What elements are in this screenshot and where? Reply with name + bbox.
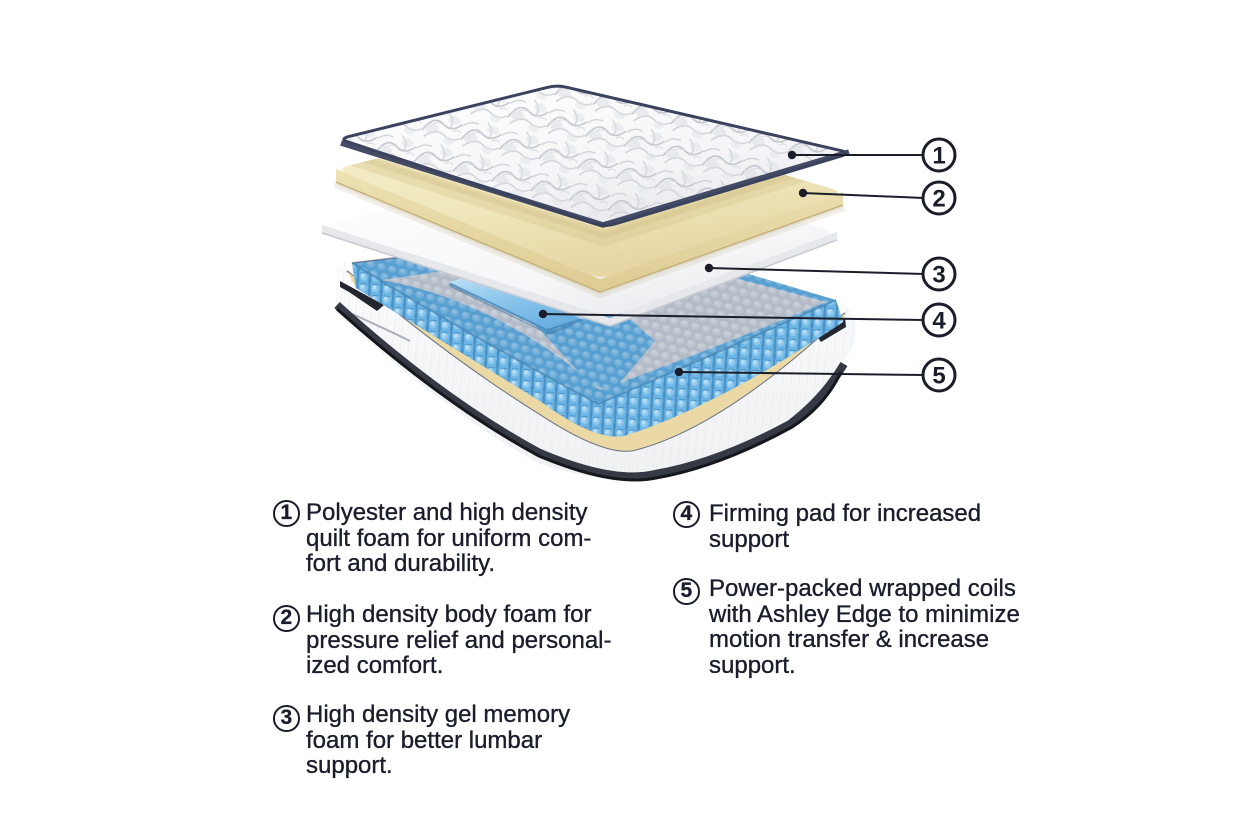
svg-text:4: 4 bbox=[932, 308, 946, 335]
svg-text:5: 5 bbox=[932, 363, 945, 390]
svg-text:2: 2 bbox=[932, 186, 945, 213]
svg-text:1: 1 bbox=[932, 143, 945, 170]
svg-text:3: 3 bbox=[932, 262, 945, 289]
